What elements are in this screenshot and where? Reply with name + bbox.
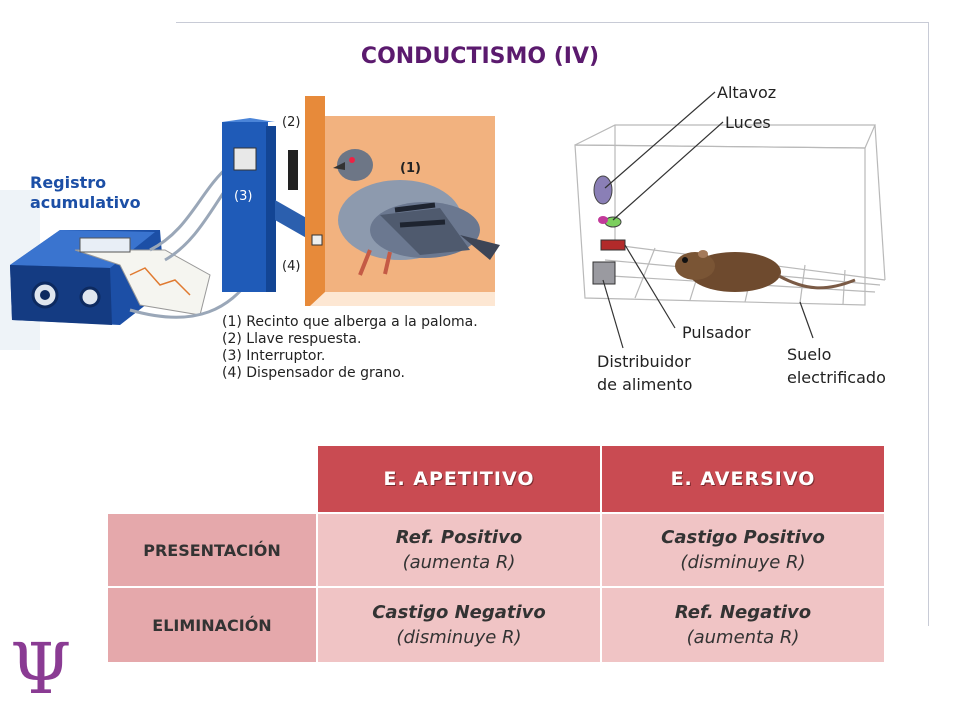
label-distribuidor-2: de alimento [597, 375, 692, 394]
cell-main: Castigo Negativo [372, 602, 546, 623]
tag-2: (2) [282, 115, 300, 130]
cumulative-recorder [10, 230, 211, 325]
label-altavoz: Altavoz [717, 83, 776, 102]
cell-sub: (aumenta R) [402, 552, 516, 573]
rat-illustration [675, 250, 856, 292]
slide-frame-right [928, 22, 929, 626]
legend-item: (1) Recinto que alberga a la paloma. [222, 314, 478, 330]
cell-main: Ref. Positivo [395, 527, 523, 548]
slide-title: CONDUCTISMO (IV) [360, 44, 600, 69]
row-header-eliminacion: ELIMINACIÓN [108, 588, 316, 662]
legend-item: (2) Llave respuesta. [222, 331, 362, 347]
cell-sub: (aumenta R) [686, 627, 800, 648]
reinforcement-table: E. APETITIVO E. AVERSIVO PRESENTACIÓN Re… [108, 446, 884, 662]
row-header-presentacion: PRESENTACIÓN [108, 514, 316, 586]
cell-main: Castigo Positivo [661, 527, 825, 548]
rat-box-figure: Altavoz Luces Pulsador Distribuidor de a… [574, 83, 886, 394]
recorder-label-line1: Registro [30, 173, 106, 192]
cell-ref-negativo: Ref. Negativo (aumenta R) [602, 588, 884, 662]
col-header-aversivo: E. AVERSIVO [602, 446, 884, 512]
legend-item: (4) Dispensador de grano. [222, 365, 405, 381]
cell-ref-positivo: Ref. Positivo (aumenta R) [318, 514, 600, 586]
label-suelo-1: Suelo [787, 345, 831, 364]
tag-4: (4) [282, 259, 300, 274]
tag-3: (3) [234, 189, 252, 204]
skinner-box-figure: (2) (3) (4) (1) Registro acumulativo [0, 96, 500, 350]
label-distribuidor-1: Distribuidor [597, 352, 691, 371]
recorder-label-line2: acumulativo [30, 193, 141, 212]
label-luces: Luces [725, 113, 771, 132]
cell-castigo-positivo: Castigo Positivo (disminuye R) [602, 514, 884, 586]
label-pulsador: Pulsador [682, 323, 751, 342]
cell-sub: (disminuye R) [396, 627, 522, 648]
legend-item: (3) Interruptor. [222, 348, 326, 364]
skinner-legend: (1) Recinto que alberga a la paloma. (2)… [222, 314, 478, 382]
cell-main: Ref. Negativo [674, 602, 812, 623]
col-header-apetitivo: E. APETITIVO [318, 446, 600, 512]
label-suelo-2: electrificado [787, 368, 886, 387]
slide-frame-top [176, 22, 928, 23]
cell-sub: (disminuye R) [680, 552, 806, 573]
psi-logo-icon: Ψ [10, 628, 72, 710]
pigeon-illustration [333, 149, 500, 276]
tag-1: (1) [400, 161, 421, 176]
cell-castigo-negativo: Castigo Negativo (disminuye R) [318, 588, 600, 662]
